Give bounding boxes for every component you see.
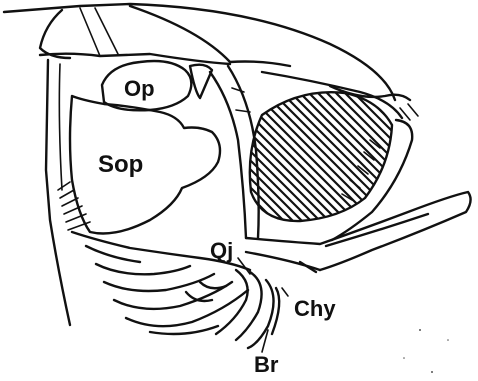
background-specks xyxy=(403,329,449,373)
label-sop: Sop xyxy=(98,151,143,178)
label-br: Br xyxy=(254,352,279,377)
label-leader-lines xyxy=(238,258,288,352)
label-qj: Qj xyxy=(210,238,233,263)
hatch-line xyxy=(386,80,478,230)
label-chy: Chy xyxy=(294,296,336,321)
hatch-line xyxy=(431,80,478,230)
hatch-line xyxy=(377,80,478,230)
label-op: Op xyxy=(124,76,155,101)
opercle-bone xyxy=(102,61,212,110)
hatch-line xyxy=(404,80,478,230)
branchiostegal-rays xyxy=(72,232,279,348)
hatch-line xyxy=(440,80,478,230)
